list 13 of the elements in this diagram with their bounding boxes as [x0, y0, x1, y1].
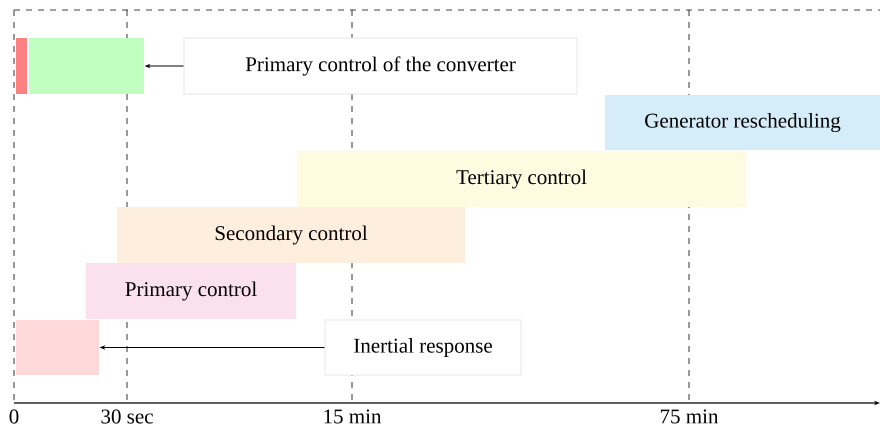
- tick-label: 15 min: [324, 409, 382, 424]
- timescale-bar: Tertiary control: [297, 151, 746, 207]
- label-box: Primary control of the converter: [184, 38, 578, 94]
- tick-label: 75 min: [660, 409, 718, 424]
- timescale-bar: [16, 38, 27, 94]
- timescale-bar: [16, 320, 99, 375]
- label-box: Inertial response: [324, 320, 522, 376]
- tick-label: 0: [10, 409, 18, 424]
- timescale-bar: [29, 38, 144, 94]
- timescale-bar: Primary control: [86, 263, 296, 319]
- timescale-bar: Secondary control: [117, 207, 465, 263]
- timescale-bar: Generator rescheduling: [605, 95, 880, 150]
- tick-label: 30 sec: [101, 409, 153, 424]
